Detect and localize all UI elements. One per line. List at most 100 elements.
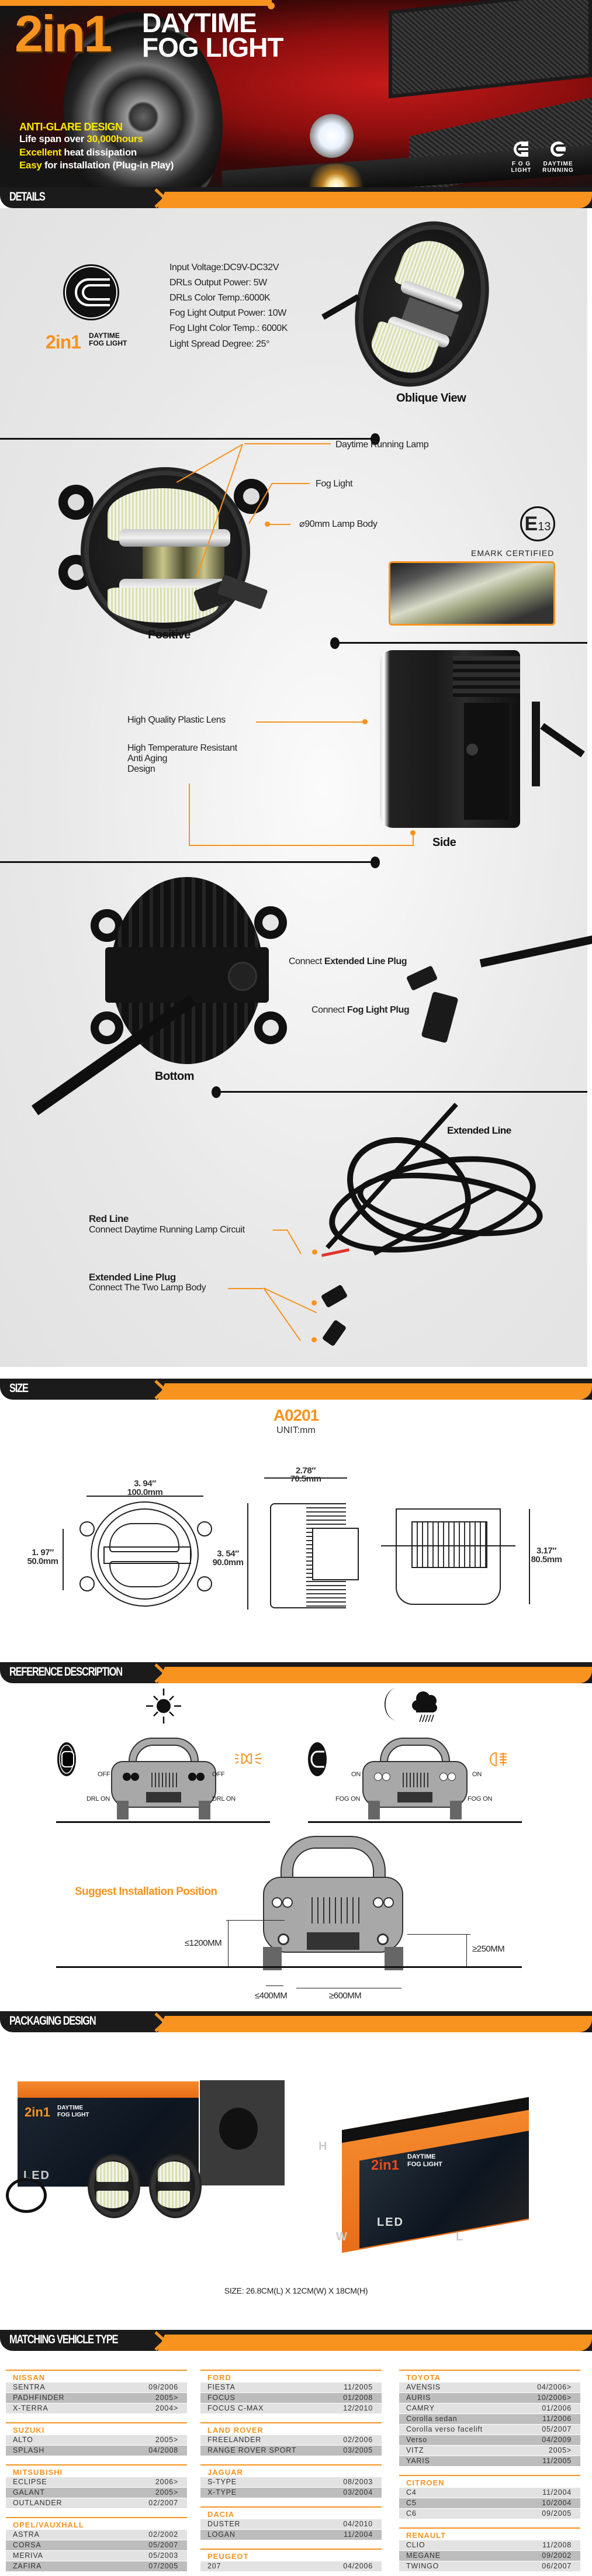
ground-line [308,1821,522,1823]
vehicle-model: ASTRA [13,2530,40,2539]
logo-2in1: 2in1 [46,332,81,353]
section-title: MATCHING VEHICLE TYPE [9,2333,119,2346]
vehicle-date: 2005> [155,2394,178,2402]
brand-divider [399,2475,580,2476]
moon-rain-icon [385,1688,437,1722]
brand-divider [399,2370,580,2371]
vehicle-model: DUSTER [207,2520,241,2528]
chevron-right-icon [154,188,167,208]
spec-drl-color-temp: DRLs Color Temp.:6000K [169,293,271,303]
vehicle-model: MEGANE [406,2551,441,2560]
box-title-2in1: 2in1 [25,2105,51,2119]
callout-temp-resistant: High Temperature Resistant [127,743,237,753]
front-width-in: 3. 94″ [134,1479,156,1489]
box-front-fog-light: FOG LIGHT [407,2161,442,2168]
vehicle-model: FIESTA [207,2383,236,2391]
ground-line [56,1821,270,1823]
night-headlight-left-label: ON [351,1771,361,1778]
top-height-in: 3.17″ [536,1546,556,1556]
vehicle-model: X-TYPE [207,2488,237,2496]
vehicle-date: 2004> [155,2404,178,2412]
side-height-in: 3. 54″ [217,1549,239,1559]
vehicle-date: 02/2002 [148,2530,178,2539]
front-height-mm: 50.0mm [27,1556,58,1566]
min-height-label: ≥250MM [472,1944,505,1954]
day-headlight-right-label: OFF [212,1771,225,1778]
vehicle-date: 03/2005 [343,2446,373,2454]
vehicle-model: X-TERRA [13,2404,49,2412]
vehicle-date: 09/2002 [542,2551,572,2560]
vehicle-date: 08/2003 [343,2478,373,2486]
daytime-label-line2: RUNNING [542,167,574,174]
height-dimension-line [63,1529,64,1590]
vehicle-row: ASTRA 02/2002 [6,2530,187,2540]
vehicle-date: 04/2006> [537,2383,572,2391]
vehicle-model: TWINGO [406,2562,439,2570]
day-fog-left-label: DRL ON [86,1795,110,1802]
vehicle-date: 10/2004 [542,2499,572,2507]
car-front-night-image [362,1738,468,1819]
red-line-description: Connect Daytime Running Lamp Circuit [89,1225,245,1235]
vehicle-date: 09/2005 [542,2509,572,2518]
vehicle-model: S-TYPE [207,2478,237,2486]
brand-name: TOYOTA [406,2373,441,2382]
feature-text: for installation (Plug-in Play) [41,160,174,171]
max-edge-label: ≤400MM [255,1991,288,2001]
vehicle-model: RANGE ROVER SPORT [207,2446,297,2454]
vehicle-model: GALANT [13,2488,45,2496]
unit-label: UNIT:mm [276,1425,316,1435]
depth-dimension-line [264,1477,347,1479]
vehicle-model: SPLASH [13,2446,45,2454]
box-dim-l-label: L [456,2230,463,2243]
vehicle-date: 11/2005 [542,2457,572,2465]
red-line-title: Red Line [89,1213,129,1224]
vehicle-model: OUTLANDER [13,2499,63,2507]
section-header-reference: REFERENCE DESCRIPTION [0,1662,592,1683]
callout-daytime-running-lamp: Daytime Running Lamp [335,440,429,450]
feature-installation: Easy for installation (Plug-in Play) [19,160,174,171]
drl-logo-icon [65,266,117,319]
callout-plastic-lens: High Quality Plastic Lens [127,715,226,725]
extended-plug-title: Extended Line Plug [89,1272,176,1283]
box-dim-h-label: H [318,2140,327,2153]
feature-heading: ANTI-GLARE DESIGN [19,121,123,133]
divider-dot [212,1086,221,1098]
section-divider [0,438,374,440]
divider-dot [371,857,380,868]
vehicle-row: RANGE ROVER SPORT 03/2005 [200,2446,382,2456]
fog-symbol-icon [490,1752,507,1767]
divider-dot [330,637,340,649]
brand-name: NISSAN [13,2373,46,2382]
closed-box-image: 2in1 DAYTIME FOG LIGHT LED [342,2078,552,2253]
callout-anti-aging: Anti Aging [127,754,168,764]
side-view-lamp-image [380,650,520,828]
brand-name: RENAULT [406,2531,446,2540]
vehicle-model: C4 [406,2488,417,2496]
package-size-text: SIZE: 26.8CM(L) X 12CM(W) X 18CM(H) [224,2286,368,2295]
mount-bracket-line [381,1545,515,1546]
oblique-view-label: Oblique View [396,392,466,405]
vehicle-model: ALTO [13,2436,33,2444]
brand-divider [200,2422,382,2423]
vehicle-date: 11/2004 [344,2530,373,2539]
section-title: DETAILS [9,190,46,203]
section-header-matching: MATCHING VEHICLE TYPE [0,2330,592,2351]
